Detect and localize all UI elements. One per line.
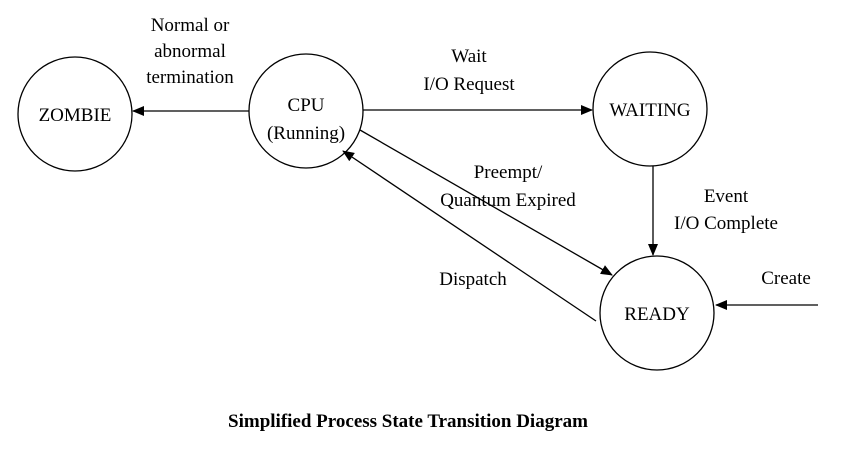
ready-label: READY [624,304,690,325]
preempt-label-line1: Preempt/ [474,162,543,183]
transition-create: Create [715,268,818,310]
state-ready: READY [599,255,715,371]
state-waiting: WAITING [592,51,708,167]
waiting-circle [592,51,708,167]
event-label-line1: Event [704,186,749,207]
wait-label-line2: I/O Request [423,74,515,95]
zombie-label: ZOMBIE [39,105,112,126]
termination-label-line3: termination [146,67,234,88]
wait-label-line1: Wait [451,46,487,67]
termination-label-line2: abnormal [154,41,226,62]
preempt-arrow [359,129,613,276]
waiting-label: WAITING [609,100,691,121]
dispatch-arrow [342,150,597,322]
transition-preempt: Preempt/ Quantum Expired [359,129,613,276]
transition-termination: Normal or abnormal termination [132,15,249,116]
create-label: Create [761,268,811,289]
preempt-label-line2: Quantum Expired [440,190,576,211]
state-cpu-running: CPU (Running) [248,53,364,169]
termination-label-line1: Normal or [151,15,230,36]
dispatch-label: Dispatch [439,269,507,290]
transition-wait: Wait I/O Request [363,46,593,115]
diagram-caption: Simplified Process State Transition Diag… [228,411,588,432]
running-label: (Running) [267,123,345,144]
event-label-line2: I/O Complete [674,213,778,234]
transition-dispatch: Dispatch [342,150,597,322]
transition-event: Event I/O Complete [648,166,778,256]
state-zombie: ZOMBIE [17,56,133,172]
cpu-label: CPU [288,95,325,116]
ready-circle [599,255,715,371]
